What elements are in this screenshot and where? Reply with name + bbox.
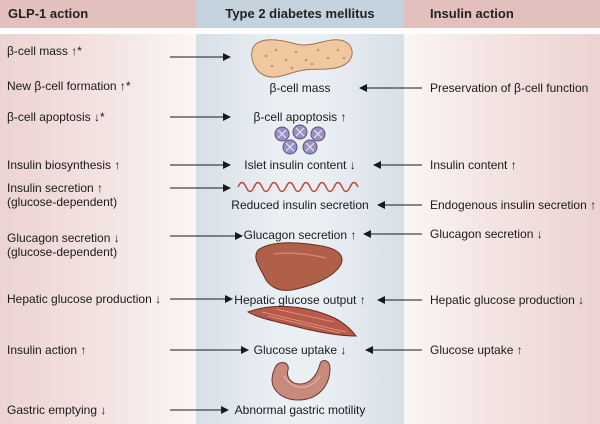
mid-beta-cell-mass: β-cell mass — [269, 81, 331, 95]
left-hepatic-glucose-production: Hepatic glucose production ↓ — [7, 292, 162, 306]
insulin-wave-illustration — [237, 181, 359, 193]
stomach-illustration — [271, 360, 331, 401]
left-insulin-secretion-note: (glucose-dependent) — [7, 195, 118, 209]
left-insulin-action: Insulin action ↑ — [7, 343, 87, 357]
mid-reduced-insulin-secretion: Reduced insulin secretion — [231, 198, 369, 212]
glp1-column — [0, 0, 196, 424]
left-insulin-secretion: Insulin secretion ↑ — [7, 181, 104, 195]
mid-glucose-uptake: Glucose uptake ↓ — [253, 343, 347, 357]
left-new-beta-cell-formation: New β-cell formation ↑* — [7, 79, 131, 93]
mid-beta-cell-apoptosis: β-cell apoptosis ↑ — [253, 110, 347, 124]
right-insulin-content: Insulin content ↑ — [430, 158, 517, 172]
pancreas-illustration — [251, 39, 353, 78]
left-beta-cell-mass: β-cell mass ↑* — [7, 44, 82, 58]
left-insulin-biosynthesis: Insulin biosynthesis ↑ — [7, 158, 121, 172]
mid-abnormal-gastric-motility: Abnormal gastric motility — [234, 403, 366, 417]
islet-cells-illustration — [274, 124, 326, 155]
left-glucagon-secretion-note: (glucose-dependent) — [7, 245, 118, 259]
right-glucagon-secretion: Glucagon secretion ↓ — [430, 227, 543, 241]
mid-islet-insulin-content: Islet insulin content ↓ — [244, 158, 356, 172]
mid-glucagon-secretion: Glucagon secretion ↑ — [243, 228, 357, 242]
header-type2-diabetes: Type 2 diabetes mellitus — [196, 0, 404, 28]
header-gap — [0, 28, 600, 34]
header-insulin-action: Insulin action — [404, 0, 600, 28]
mid-hepatic-glucose-output: Hepatic glucose output ↑ — [234, 293, 366, 307]
muscle-illustration — [246, 305, 358, 337]
right-preservation-beta-cell: Preservation of β-cell function — [430, 81, 589, 95]
left-beta-cell-apoptosis: β-cell apoptosis ↓* — [7, 110, 105, 124]
header-glp1-action: GLP-1 action — [0, 0, 196, 28]
insulin-column — [404, 0, 600, 424]
left-gastric-emptying: Gastric emptying ↓ — [7, 403, 107, 417]
right-endogenous-insulin-secretion: Endogenous insulin secretion ↑ — [430, 198, 597, 212]
right-hepatic-glucose-production: Hepatic glucose production ↓ — [430, 293, 585, 307]
left-glucagon-secretion: Glucagon secretion ↓ — [7, 231, 120, 245]
right-glucose-uptake: Glucose uptake ↑ — [430, 343, 523, 357]
liver-illustration — [255, 242, 343, 291]
